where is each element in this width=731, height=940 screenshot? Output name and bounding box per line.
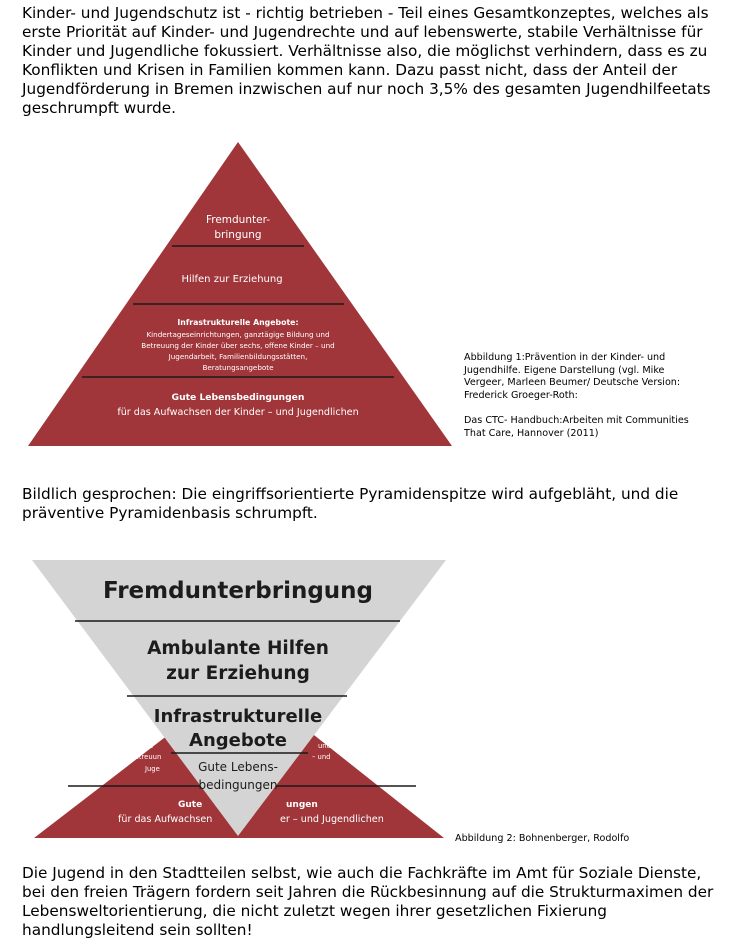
tier3-title: Infrastrukturelle Angebote: [177, 318, 298, 327]
closing-paragraph: Die Jugend in den Stadtteilen selbst, wi… [22, 864, 714, 939]
caption-line: That Care, Hannover (2011) [464, 427, 599, 439]
background-bottom-right: ungen [286, 800, 318, 810]
inverted-tier4-line1: Gute Lebens- [198, 760, 278, 774]
tier4-subtitle: für das Aufwachsen der Kinder – und Juge… [117, 407, 358, 418]
tier1-line1: Fremdunter- [206, 214, 270, 226]
background-text-right-1: und [318, 742, 331, 750]
figure2-caption: Abbildung 2: Bohnenberger, Rodolfo [455, 833, 630, 844]
inverted-tier3-line2: Angebote [189, 730, 287, 751]
tier4-title: Gute Lebensbedingungen [172, 392, 305, 403]
background-sub-left: für das Aufwachsen [118, 814, 212, 825]
tier3-line2: Betreuung der Kinder über sechs, offene … [141, 341, 334, 350]
inverted-tier2-line2: zur Erziehung [166, 663, 310, 684]
figure1-caption: Abbildung 1:Prävention in der Kinder- un… [464, 352, 724, 440]
caption-line: Vergeer, Marleen Beumer/ Deutsche Versio… [464, 377, 681, 389]
tier3-line4: Beratungsangebote [202, 363, 274, 372]
caption-line: Jugendhilfe. Eigene Darstellung (vgl. Mi… [464, 364, 665, 376]
caption-line: Frederick Groeger-Roth: [464, 389, 578, 401]
intro-paragraph: Kinder- und Jugendschutz ist - richtig b… [22, 4, 711, 117]
inverted-pyramid-shape [32, 560, 446, 836]
inverted-tier2-line1: Ambulante Hilfen [147, 638, 329, 659]
background-bottom-left: Gute [178, 800, 202, 810]
background-sub-right: er – und Jugendlichen [280, 814, 384, 825]
middle-paragraph: Bildlich gesprochen: Die eingriffsorient… [22, 485, 679, 522]
caption-spacer [464, 402, 724, 415]
tier3-line3: Jugendarbeit, Familienbildungsstätten, [168, 352, 308, 361]
background-text-left-3: Juge [144, 765, 160, 773]
inverted-tier1-label: Fremdunterbringung [103, 578, 373, 604]
tier2-label: Hilfen zur Erziehung [181, 274, 282, 285]
pyramid-shape [28, 142, 452, 446]
background-text-left-1: Kinde [134, 742, 153, 750]
prevention-pyramid-figure: Fremdunter- bringung Hilfen zur Erziehun… [28, 142, 452, 446]
tier1-line2: bringung [214, 229, 261, 241]
caption-line: Das CTC- Handbuch:Arbeiten mit Communiti… [464, 414, 689, 426]
inverted-pyramid-figure: Kinde Betreuun Juge und – und Gute ungen… [32, 560, 446, 838]
tier3-line1: Kindertageseinrichtungen, ganztägige Bil… [146, 330, 329, 339]
inverted-tier4-line2: bedingungen [199, 778, 278, 792]
inverted-tier3-line1: Infrastrukturelle [154, 706, 322, 727]
background-text-right-2: – und [312, 753, 331, 761]
caption-line: Abbildung 1:Prävention in der Kinder- un… [464, 352, 666, 363]
background-text-left-2: Betreuun [130, 753, 161, 761]
